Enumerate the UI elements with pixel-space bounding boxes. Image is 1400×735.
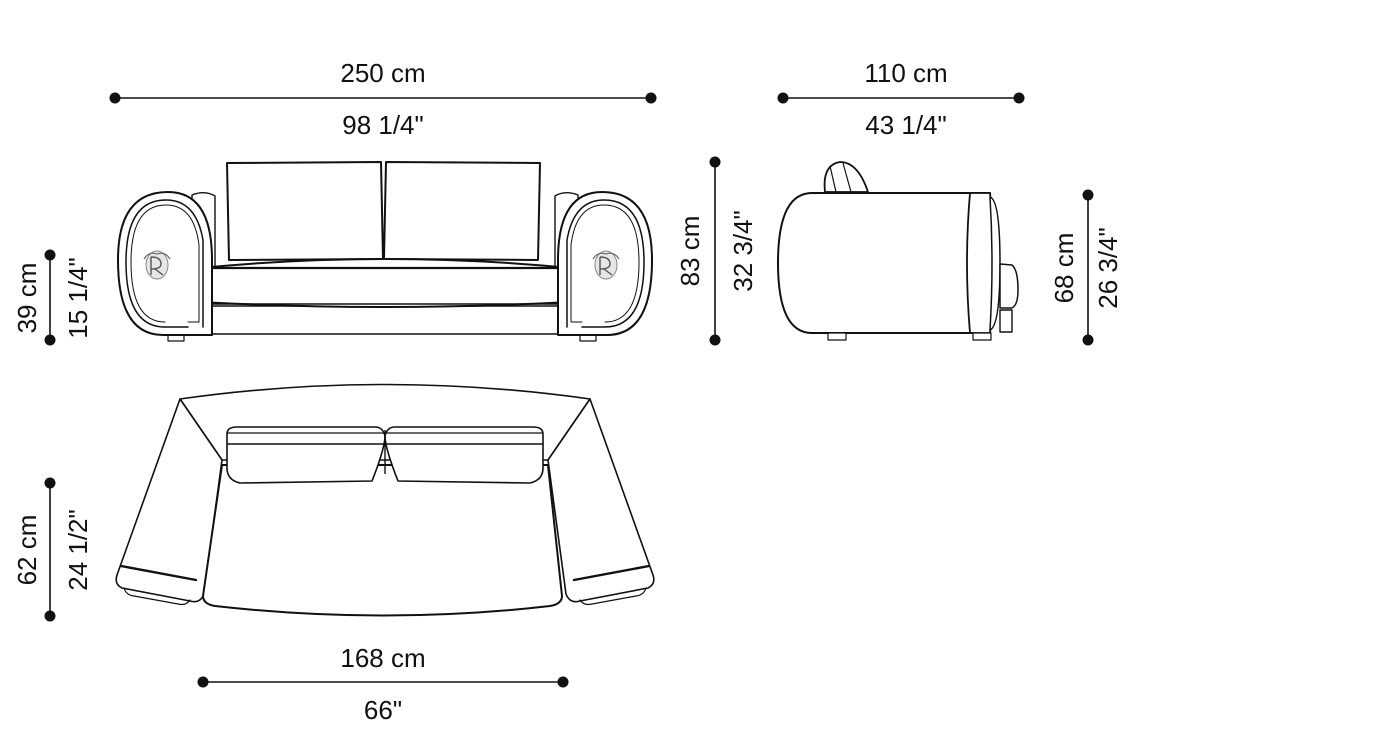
front-base (199, 305, 571, 335)
label-arm-height-imperial: 26 3/4" (1093, 227, 1123, 309)
monogram-logo-icon (143, 250, 171, 280)
dimension-line-seat-height (44, 249, 56, 346)
monogram-logo-icon (592, 250, 620, 280)
dimension-line-overall-width (109, 92, 657, 104)
label-seat-depth-metric: 62 cm (12, 514, 42, 586)
label-height-metric: 83 cm (675, 215, 705, 287)
label-overall-width-metric: 250 cm (340, 58, 426, 88)
label-arm-height-metric: 68 cm (1049, 232, 1079, 304)
label-depth-imperial: 43 1/4" (865, 110, 947, 140)
label-seat-depth-imperial: 24 1/2" (63, 509, 93, 591)
sofa-top-view (115, 383, 655, 617)
dimension-line-seat-depth (44, 477, 56, 622)
label-height-imperial: 32 3/4" (728, 210, 758, 292)
label-seat-width-metric: 168 cm (340, 643, 426, 673)
side-body (777, 192, 991, 334)
sofa-front-view (117, 161, 653, 342)
dimension-line-depth (777, 92, 1025, 104)
side-foot-front (972, 332, 992, 341)
sofa-side-view (777, 161, 1019, 341)
back-cushion-left (226, 161, 384, 261)
label-seat-height-metric: 39 cm (12, 262, 42, 334)
dimension-line-seat-width (197, 676, 569, 688)
top-seat (202, 464, 563, 617)
side-foot-back (827, 332, 847, 341)
label-overall-width-imperial: 98 1/4" (342, 110, 424, 140)
back-cushion-right (383, 161, 541, 261)
label-seat-height-imperial: 15 1/4" (63, 257, 93, 339)
top-back-cushion-left (226, 426, 386, 484)
top-back-cushion-right (384, 426, 544, 484)
dimension-line-arm-height (1082, 189, 1094, 346)
seat-cushion (199, 258, 571, 308)
label-seat-width-imperial: 66" (363, 695, 403, 725)
dimension-line-height (709, 156, 721, 346)
label-depth-metric: 110 cm (864, 58, 948, 88)
